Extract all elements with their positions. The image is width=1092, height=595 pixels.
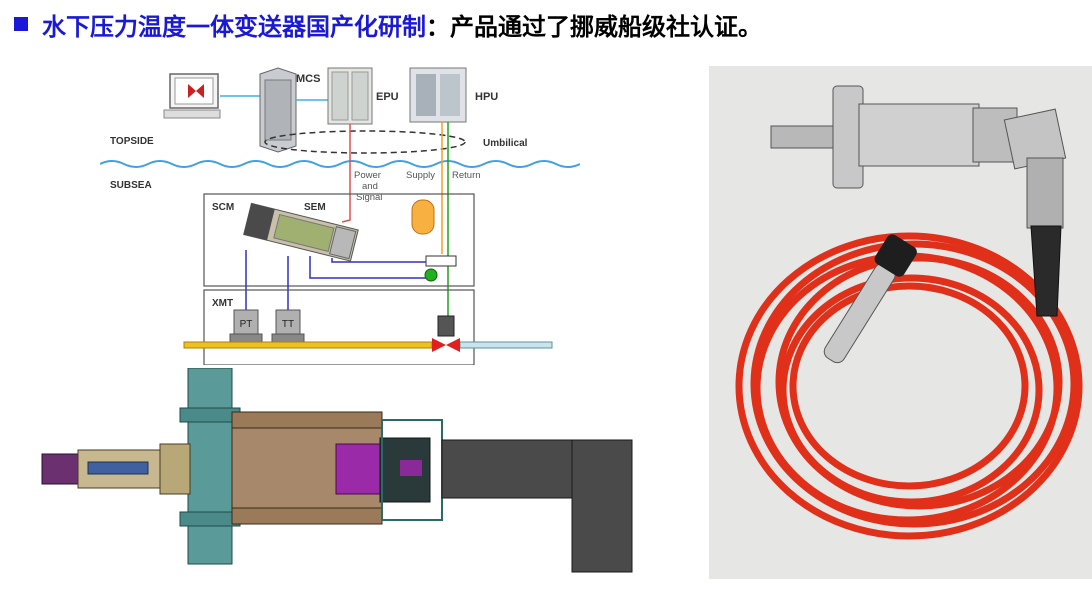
electronics-module (335, 443, 381, 495)
connector-pin (400, 460, 422, 476)
umbilical-label: Umbilical (483, 138, 528, 149)
power-signal-drop (341, 208, 351, 223)
title-rest: ：产品通过了挪威船级社认证。 (426, 12, 762, 41)
power-label-2: and (362, 181, 378, 192)
control-system-diagram: MCS EPU HPU TOPSIDE Umbilical SUBSEA Pow… (100, 67, 580, 365)
control-valve-icon (425, 255, 457, 267)
mcs-label: MCS (296, 73, 320, 85)
pipeline-outlet (459, 341, 553, 349)
power-label-1: Power (354, 170, 381, 181)
title-highlight: 水下压力温度一体变送器国产化研制 (42, 12, 426, 41)
umbilical-outline (264, 130, 466, 154)
flange-bolt-top (179, 407, 241, 423)
valve-signal-line (309, 256, 426, 279)
red-cable-coil (735, 232, 1083, 540)
temperature-sensor (823, 234, 917, 364)
probe-neck (159, 443, 191, 495)
scm-label: SCM (212, 202, 234, 213)
tt-sensor-icon (275, 309, 301, 335)
pt-label: PT (240, 319, 253, 330)
return-label: Return (452, 170, 481, 181)
pt-sensor-icon (233, 309, 259, 335)
flange-bolt-bottom (179, 511, 241, 527)
sem-module-icon (243, 202, 359, 262)
topside-label: TOPSIDE (110, 136, 154, 147)
probe-tip (41, 453, 79, 485)
accumulator-icon (411, 199, 435, 235)
square-bullet-icon (14, 17, 28, 31)
flange (187, 368, 233, 565)
transmitter-body (770, 85, 1067, 317)
tt-label: TT (282, 319, 294, 330)
pipeline (183, 341, 433, 349)
hpu-label: HPU (475, 91, 498, 103)
subsea-label: SUBSEA (110, 180, 152, 191)
epu-cabinet-icon (327, 67, 373, 125)
product-photo (709, 66, 1092, 579)
computer-icon (163, 73, 221, 119)
pressure-switch-icon (424, 268, 438, 282)
xmt-box (203, 289, 475, 365)
xmt-label: XMT (212, 298, 233, 309)
pt-sensor-base (229, 333, 263, 343)
page-title: 水下压力温度一体变送器国产化研制 ：产品通过了挪威船级社认证。 (14, 6, 762, 42)
power-label-3: Signal (356, 192, 382, 203)
elbow-vertical (571, 439, 633, 573)
epu-label: EPU (376, 91, 399, 103)
solenoid-signal-line (331, 258, 426, 263)
gate-valve-icon (432, 338, 460, 352)
supply-label: Supply (406, 170, 435, 181)
scm-box (203, 193, 475, 287)
sem-label: SEM (304, 202, 326, 213)
valve-actuator-icon (437, 315, 455, 337)
mcs-cabinet-icon (259, 67, 297, 153)
sea-surface-wave (100, 160, 580, 168)
transmitter-cross-section (41, 368, 633, 573)
tt-sensor-base (271, 333, 305, 343)
hpu-unit-icon (409, 67, 467, 123)
probe-core (87, 461, 149, 475)
